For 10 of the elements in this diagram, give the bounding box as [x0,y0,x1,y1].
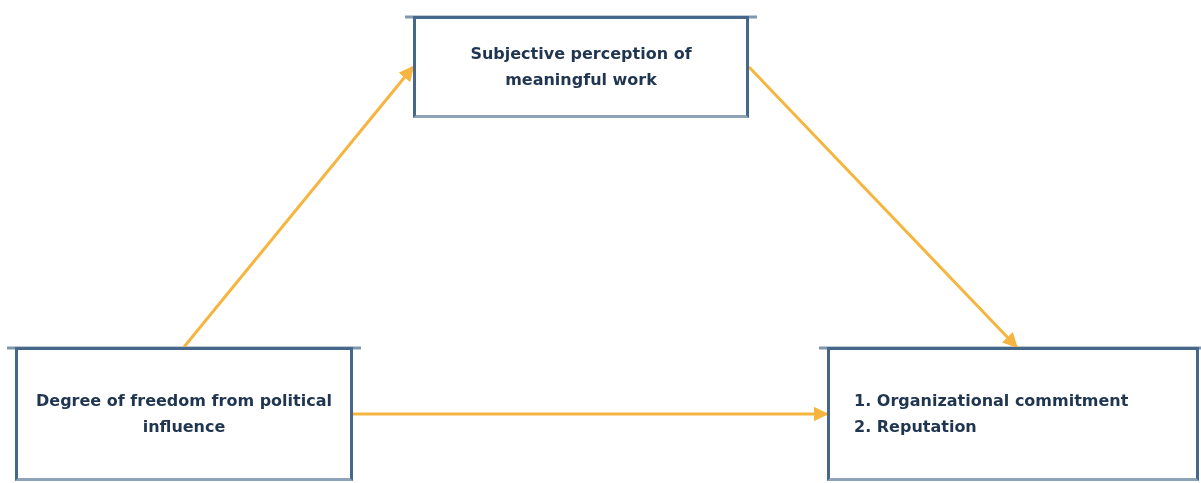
concept-box [413,16,749,118]
arrow [353,406,829,422]
concept-box [15,347,353,481]
concept-box [827,347,1199,481]
box-text: 2. Reputation [854,416,978,438]
arrow [182,65,415,348]
box-text: 1. Organizational commitment [854,390,1130,413]
arrow [747,65,1018,349]
box-text: Subjective perception of meaningful work [469,43,693,91]
box-text: Degree of freedom from political influence [35,390,333,438]
